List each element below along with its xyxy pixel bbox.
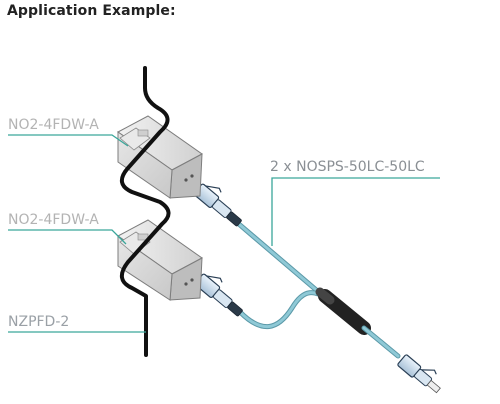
adapter-module-bottom [117, 219, 203, 301]
panel-outline [120, 66, 171, 357]
adapter-module-top [117, 115, 203, 199]
lc-connector-far [397, 354, 441, 394]
label-adapter-top: NO2-4FDW-A [8, 117, 99, 133]
patch-cord-assembly [187, 179, 441, 394]
label-cable: 2 x NOSPS-50LC-50LC [270, 159, 425, 175]
leader-adapter-bottom [8, 229, 127, 245]
label-panel: NZPFD-2 [8, 314, 69, 330]
label-adapter-bottom: NO2-4FDW-A [8, 212, 99, 228]
leader-adapter-top [8, 134, 129, 147]
leader-cable [271, 177, 440, 246]
page-title: Application Example: [7, 3, 176, 19]
leader-lines [8, 134, 440, 333]
